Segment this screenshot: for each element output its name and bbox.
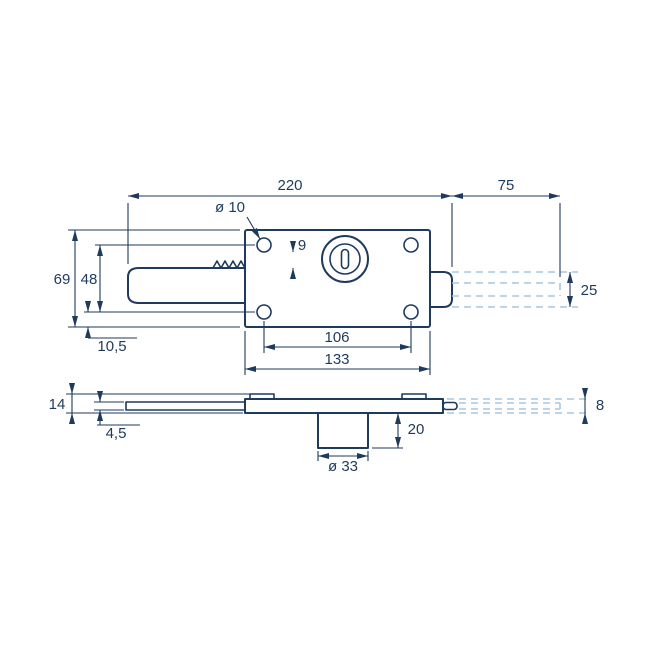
screw-hole-top-left [256,237,272,253]
mount-boss-right [401,393,427,400]
bolt-rack-teeth [212,260,246,269]
keyhole-slot [340,248,350,270]
dim-plate-thickness: 8 [596,397,604,414]
screw-hole-bottom-left [256,304,272,320]
plate-side-outline [244,398,444,414]
lock-body-outline [244,229,431,328]
dim-side-total-height: 14 [49,396,66,413]
top-view [127,229,453,328]
dim-hole-spacing-vertical: 48 [81,271,98,288]
cylinder-side-outline [317,412,369,449]
dim-overall-length: 220 [277,177,302,194]
dim-bolt-height: 25 [581,282,598,299]
top-view-dimensions: 220 75 ø 10 9 69 48 10,5 25 106 [54,177,598,375]
screw-hole-bottom-right [403,304,419,320]
dim-body-width: 133 [324,351,349,368]
dim-body-height: 69 [54,271,71,288]
bolt-outline [127,267,246,304]
mount-boss-left [249,393,275,400]
lock-cylinder-outline [321,235,369,283]
dim-hole-diameter: ø 10 [215,199,245,216]
top-view-projection [452,271,578,308]
dim-hole-spacing-horizontal: 106 [324,329,349,346]
rear-pin-side [442,401,458,411]
leader-line-hole-diameter [246,216,261,240]
rear-tab-outline [429,271,453,308]
side-view-projection [447,398,590,414]
dim-hole-offset-small: 9 [298,237,306,254]
dim-corner-offset: 10,5 [97,338,126,355]
dim-bolt-extension: 75 [498,177,515,194]
dim-cylinder-diameter: ø 33 [328,458,358,475]
bolt-side-outline [125,401,246,411]
dim-bolt-thickness: 4,5 [106,425,127,442]
side-view [125,393,458,449]
screw-hole-top-right [403,237,419,253]
lock-cylinder-inner [329,243,361,275]
dim-cylinder-depth: 20 [408,421,425,438]
side-view-dimensions: 14 4,5 20 ø 33 8 [49,383,604,475]
